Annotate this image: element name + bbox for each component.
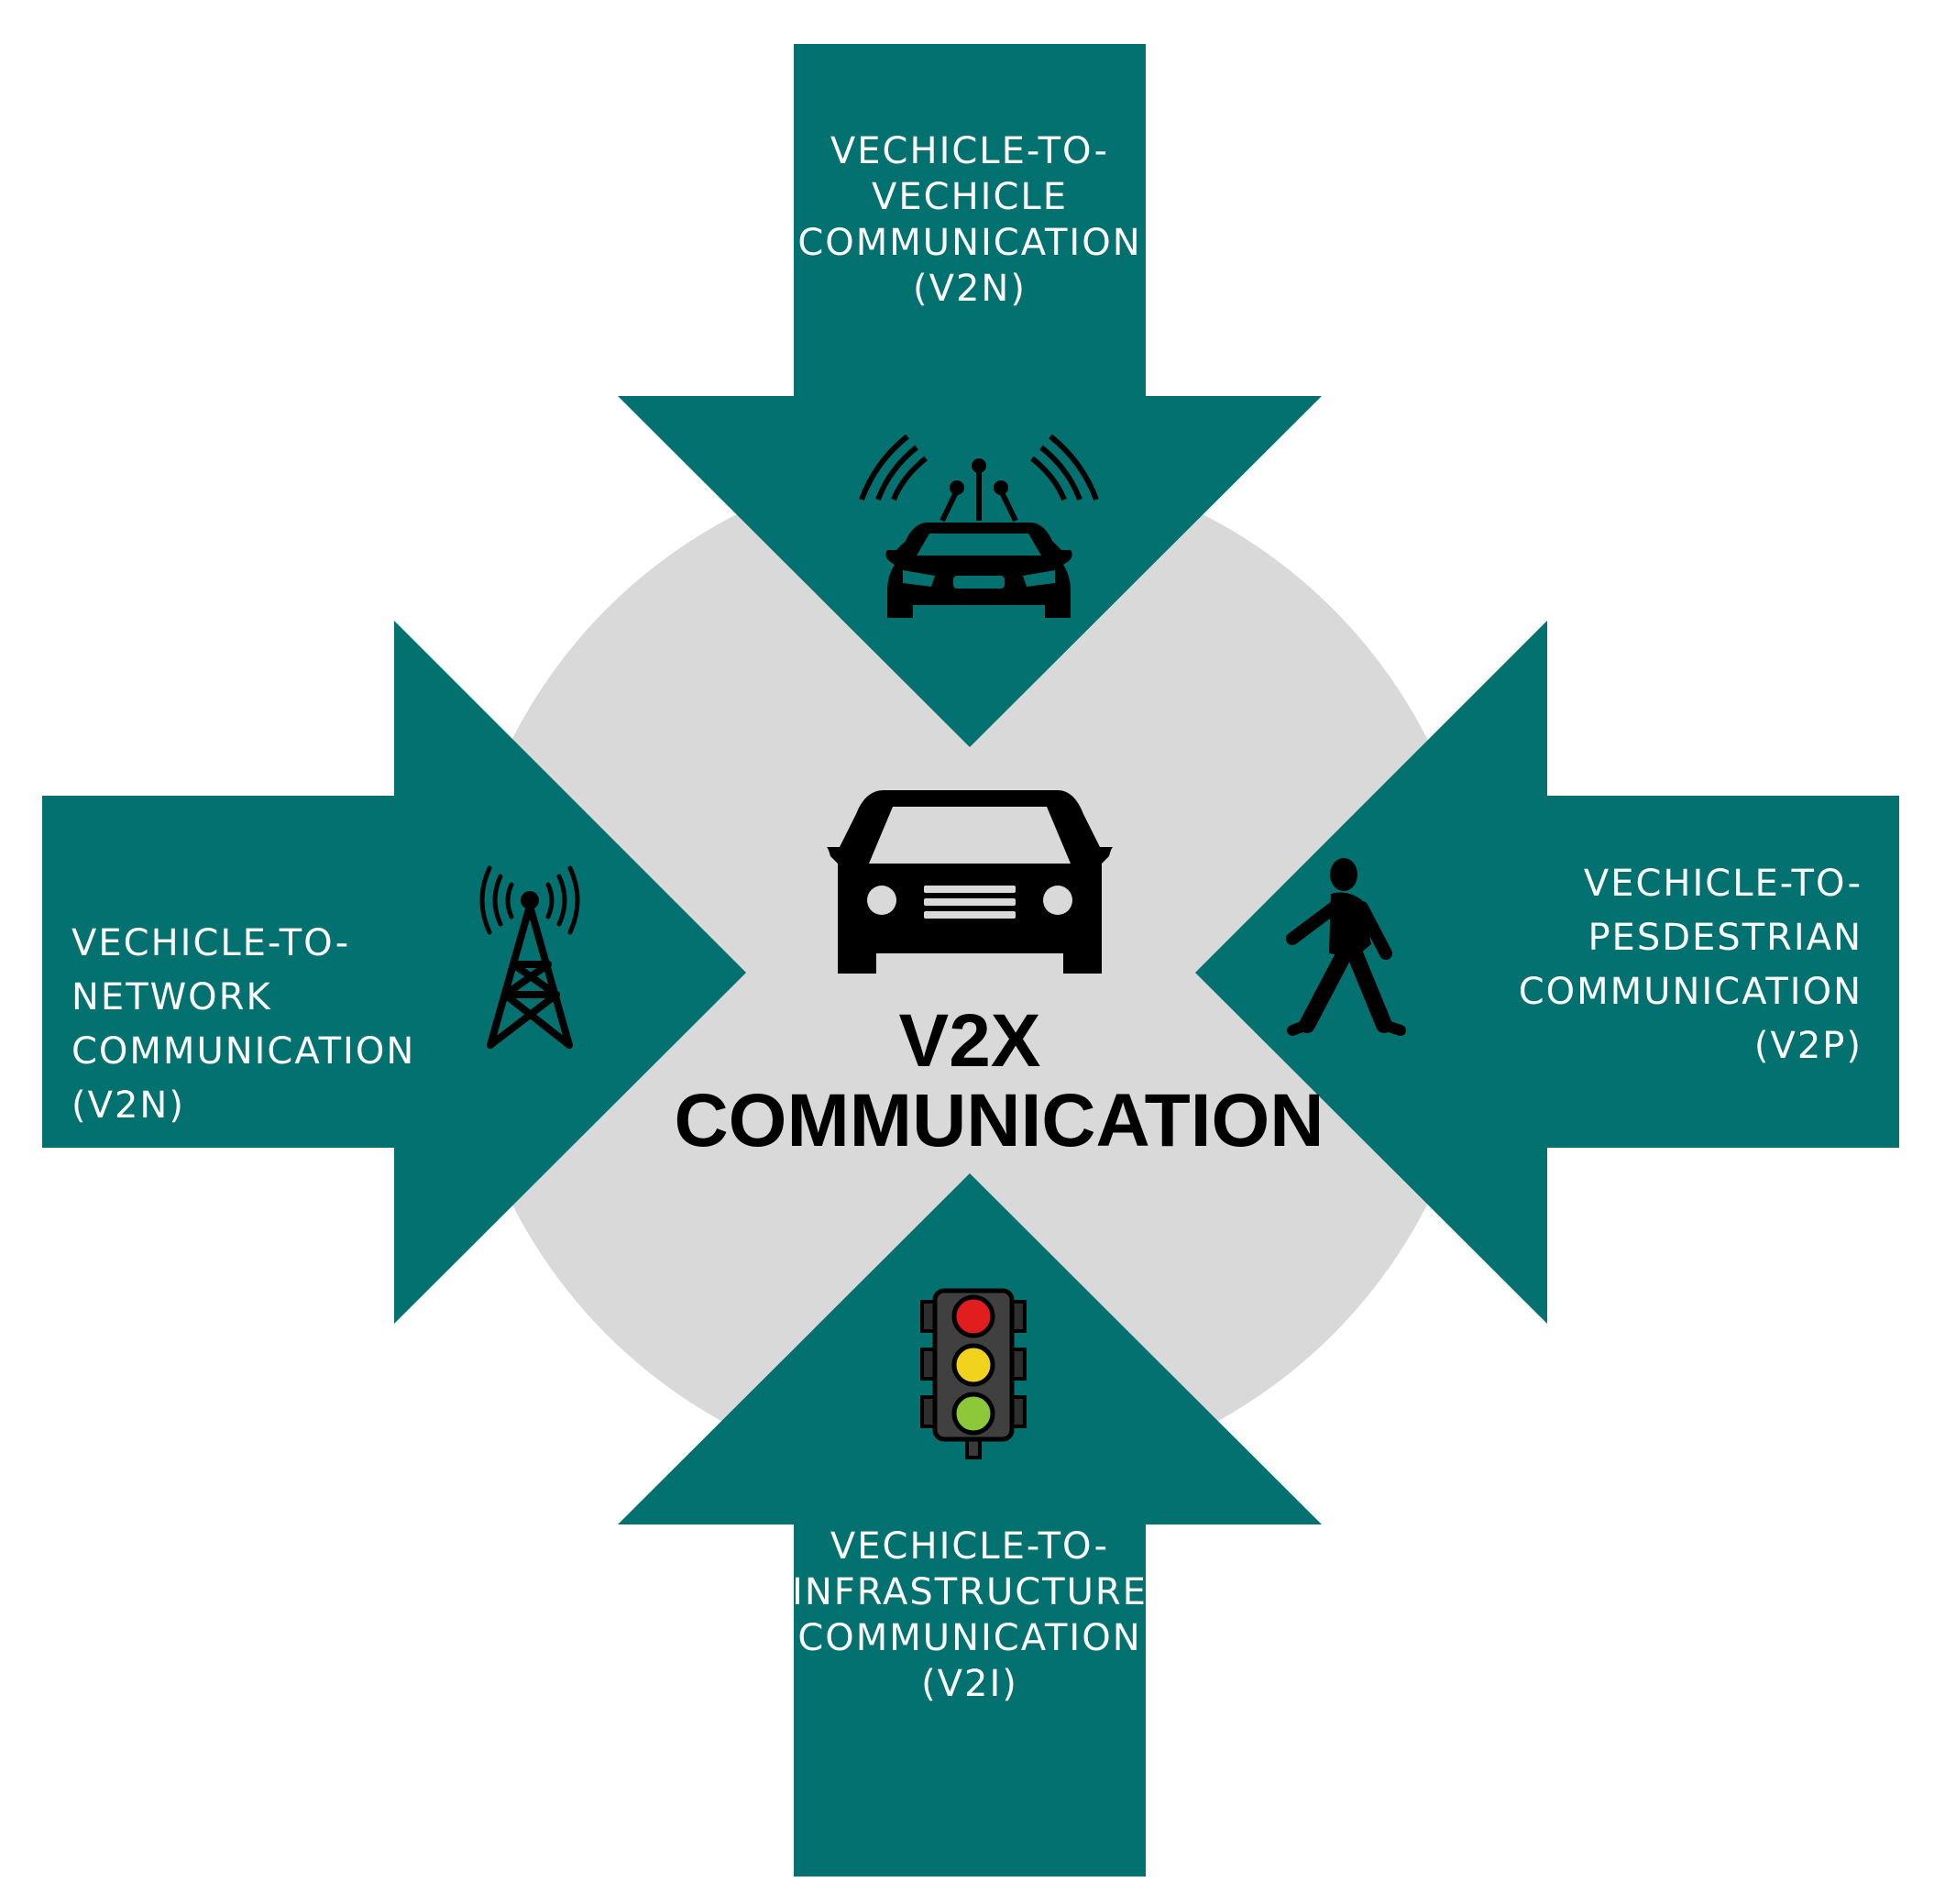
- arrow-bottom-line-4: (V2I): [921, 1663, 1018, 1705]
- cell-tower-icon: [479, 865, 580, 1049]
- arrow-top-line-1: VECHICLE-TO-: [830, 130, 1109, 172]
- arrow-bottom: [618, 1173, 1322, 1876]
- arrow-right-line-4: (V2P): [1754, 1025, 1863, 1067]
- yellow-light: [951, 1343, 995, 1387]
- center-title-line-2: COMMUNICATION: [674, 1079, 1324, 1162]
- arrow-bottom-line-3: COMMUNICATION: [797, 1617, 1141, 1659]
- arrow-top-line-4: (V2N): [913, 268, 1027, 310]
- arrow-top-label: VECHICLE-TO- VECHICLE COMMUNICATION (V2N…: [797, 130, 1141, 310]
- green-light: [951, 1392, 995, 1436]
- arrow-left-line-3: COMMUNICATION: [71, 1030, 415, 1073]
- arrow-left-label: VECHICLE-TO- NETWORK COMMUNICATION (V2N): [71, 922, 415, 1127]
- arrow-left-line-2: NETWORK: [71, 976, 272, 1018]
- arrow-right-line-3: COMMUNICATION: [1519, 971, 1863, 1013]
- red-light: [951, 1294, 995, 1338]
- arrow-bottom-label: VECHICLE-TO- INFRASTRUCTURE COMMUNICATIO…: [792, 1525, 1148, 1705]
- car-front-icon: [827, 790, 1113, 974]
- center-title-line-1: V2X: [899, 999, 1041, 1083]
- arrow-right-line-2: PESDESTRIAN: [1588, 917, 1863, 959]
- connected-car-icon: [859, 434, 1099, 618]
- arrow-right-line-1: VECHICLE-TO-: [1584, 863, 1863, 905]
- arrow-left: [42, 621, 746, 1324]
- arrow-top: [618, 44, 1322, 747]
- center-circle: [456, 458, 1483, 1485]
- arrow-top-line-3: COMMUNICATION: [797, 222, 1141, 264]
- arrow-bottom-line-1: VECHICLE-TO-: [830, 1525, 1109, 1568]
- arrow-top-line-2: VECHICLE: [872, 176, 1068, 218]
- arrow-left-line-1: VECHICLE-TO-: [71, 922, 350, 964]
- pedestrian-icon: [1286, 858, 1406, 1036]
- arrow-left-line-4: (V2N): [71, 1084, 185, 1127]
- arrow-right: [1195, 621, 1899, 1324]
- traffic-light-icon: [920, 1288, 1027, 1459]
- arrow-bottom-line-2: INFRASTRUCTURE: [792, 1571, 1148, 1613]
- arrow-right-label: VECHICLE-TO- PESDESTRIAN COMMUNICATION (…: [1519, 863, 1863, 1067]
